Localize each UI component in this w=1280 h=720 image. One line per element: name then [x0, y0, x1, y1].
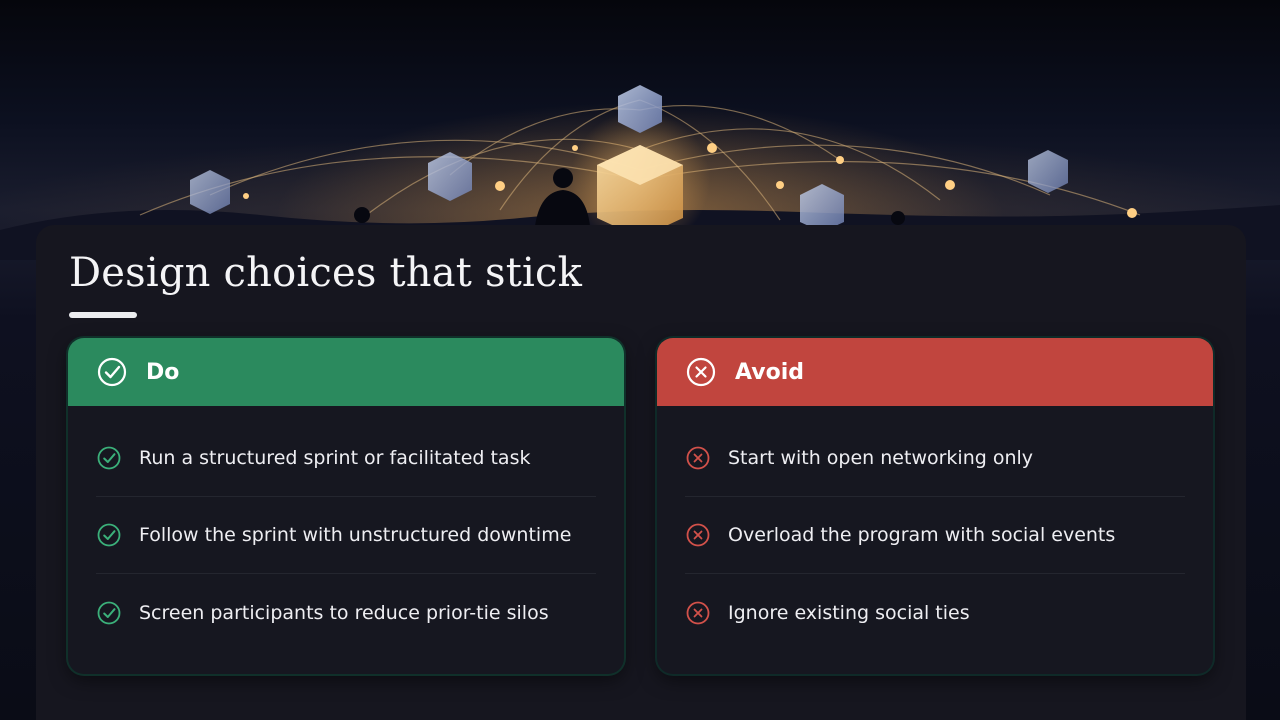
do-panel: Do Run a structured sprint or facilitate…: [68, 338, 624, 674]
check-circle-icon: [97, 601, 121, 624]
list-item: Follow the sprint with unstructured down…: [96, 497, 596, 574]
check-circle-icon: [97, 523, 121, 547]
check-circle-icon: [97, 446, 121, 470]
x-circle-icon: [686, 523, 710, 547]
do-panel-header: Do: [68, 338, 624, 406]
list-item: Ignore existing social ties: [685, 574, 1185, 651]
avoid-panel: Avoid Start with open networking only Ov…: [657, 338, 1213, 674]
avoid-panel-header: Avoid: [657, 338, 1213, 406]
list-item: Overload the program with social events: [685, 497, 1185, 574]
list-item-text: Follow the sprint with unstructured down…: [139, 524, 572, 546]
page-title: Design choices that stick: [69, 250, 583, 296]
avoid-list: Start with open networking only Overload…: [685, 420, 1185, 651]
list-item-text: Ignore existing social ties: [728, 601, 970, 624]
avoid-panel-label: Avoid: [735, 359, 804, 385]
x-circle-icon: [686, 357, 716, 387]
list-item: Screen participants to reduce prior-tie …: [96, 574, 596, 651]
list-item: Start with open networking only: [685, 420, 1185, 497]
title-underline: [69, 312, 137, 318]
do-panel-label: Do: [146, 359, 180, 385]
list-item-text: Start with open networking only: [728, 447, 1034, 469]
list-item-text: Run a structured sprint or facilitated t…: [139, 447, 531, 469]
network-illustration: [0, 85, 1280, 260]
list-item-text: Overload the program with social events: [728, 524, 1116, 546]
do-list: Run a structured sprint or facilitated t…: [96, 420, 596, 651]
list-item-text: Screen participants to reduce prior-tie …: [139, 601, 549, 624]
x-circle-icon: [686, 601, 710, 624]
list-item: Run a structured sprint or facilitated t…: [96, 420, 596, 497]
x-circle-icon: [686, 446, 710, 470]
check-circle-icon: [97, 357, 127, 387]
